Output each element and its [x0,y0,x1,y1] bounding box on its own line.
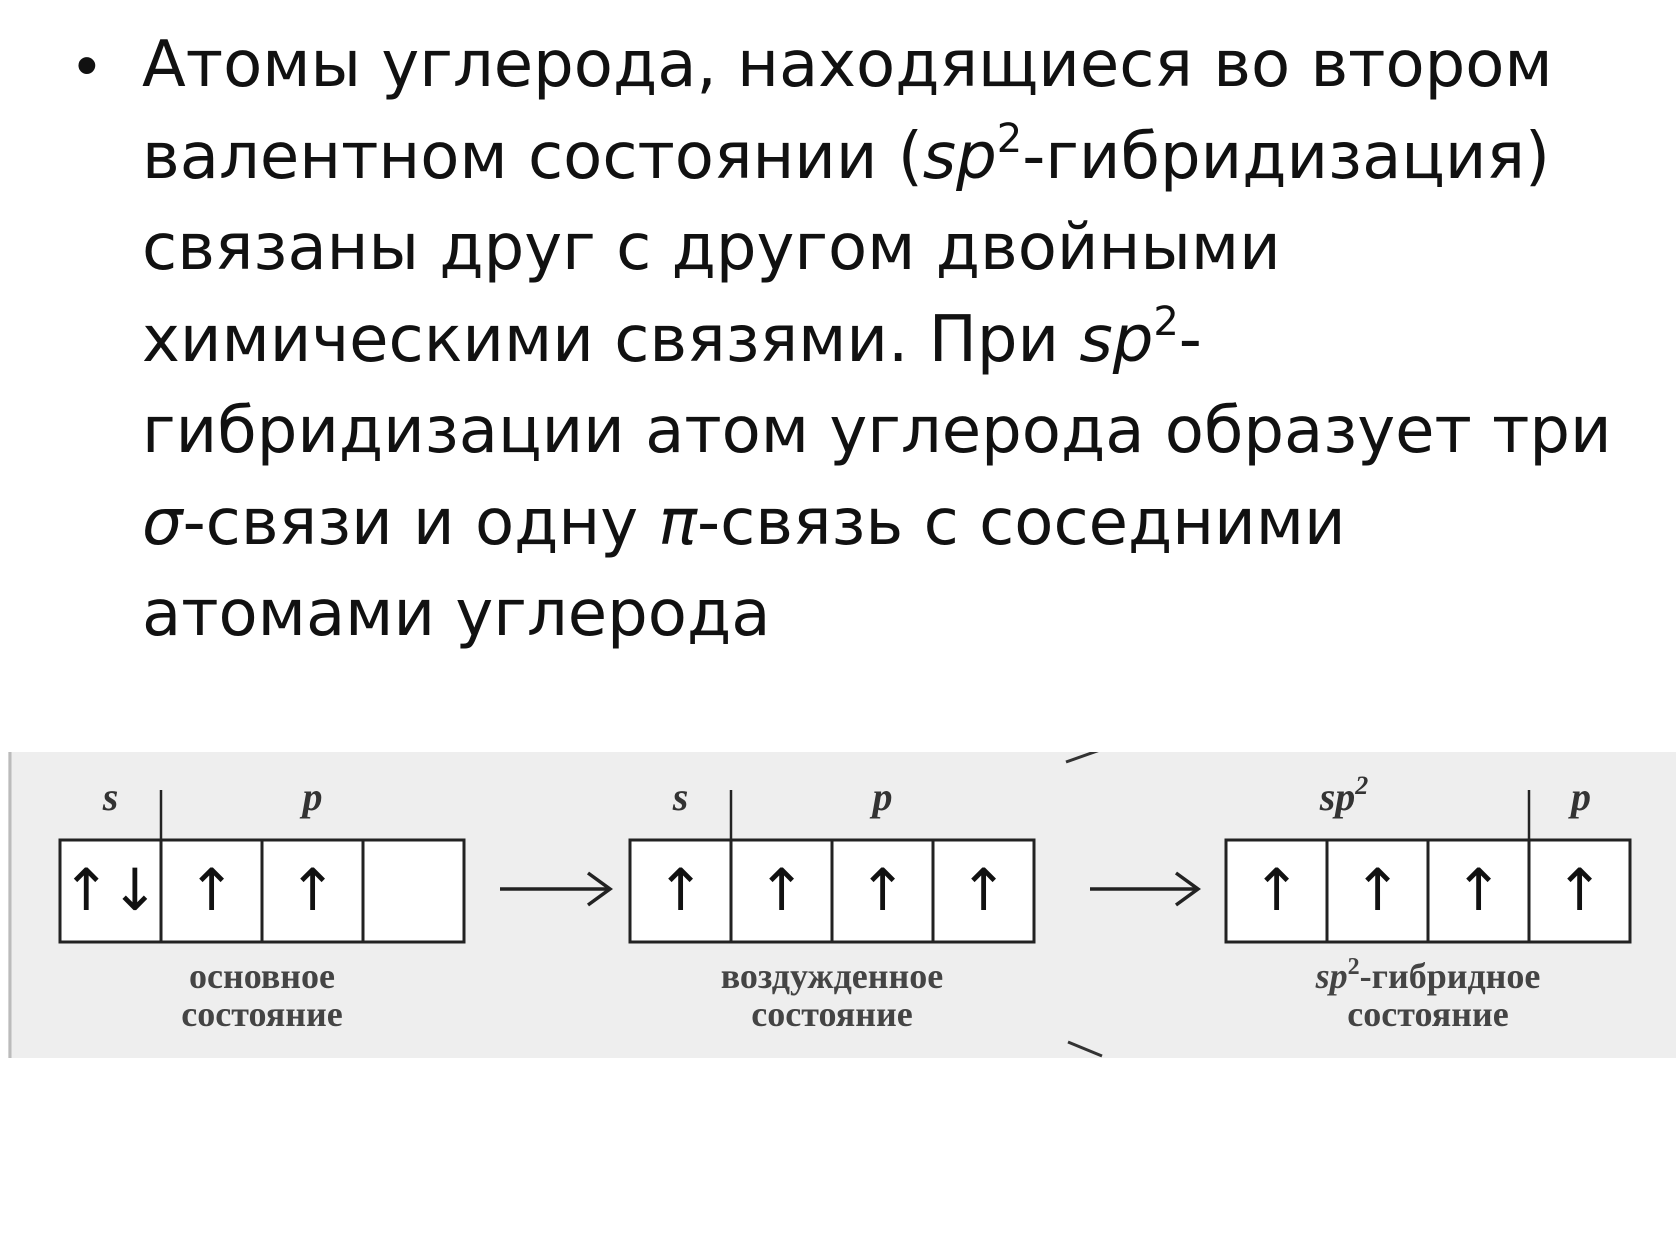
superscript: 2 [1153,298,1179,345]
orbital-label-text: p [1568,774,1591,819]
orbital-label-text: sp [1319,774,1356,819]
arrow-head [1174,871,1201,907]
state-caption-line-2: состояние [1347,994,1508,1034]
slide-body-text: Атомы углерода, находящиеся во втором вал… [142,20,1622,661]
text-run: атомами углерода [142,577,771,651]
bullet-point: • [76,31,98,100]
orbital-label: p [870,774,893,819]
orbital-label: s [102,774,119,819]
arrow-head [586,871,613,907]
electron-spin: ↑ [656,856,705,924]
transition-arrow [1090,871,1201,907]
state-caption-line-1: sp2-гибридное [1315,954,1541,996]
state-caption-prefix: sp [1315,956,1348,996]
text-run: химическими связями. При [142,302,1080,377]
text-line: химическими связями. При sp2- [142,295,1622,387]
orbital-label-text: p [870,774,893,819]
superscript: 2 [996,115,1023,162]
italic-term: sp [922,119,997,194]
electron-spin: ↑ [959,856,1008,924]
orbital-label-sup: 2 [1354,771,1368,800]
orbital-label: p [1568,774,1591,819]
state-caption-line-2: состояние [181,994,342,1034]
text-run: - [1178,302,1202,377]
text-run: Атомы углерода, находящиеся во втором [142,28,1553,102]
crop-artifact-mark [1065,752,1099,764]
text-run: -связь с соседними [696,485,1346,560]
orbital-label: s [672,774,689,819]
text-run: -гибридизация) [1022,119,1550,194]
italic-term: sp [1079,302,1154,377]
electron-spin: ↑ [757,856,806,924]
state-caption-prefix-sup: 2 [1348,954,1360,980]
orbital-label: sp2 [1319,771,1369,819]
text-run: связаны друг с другом двойными [142,211,1281,285]
italic-term: π [658,485,697,560]
state-caption-line-2: состояние [751,994,912,1034]
text-line: σ-связи и одну π-связь с соседними [142,478,1622,570]
state-caption-line-1: основное [189,956,335,996]
orbital-label: p [300,774,323,819]
state-caption-text: основное [189,956,335,996]
electron-spin: ↑ [288,856,337,924]
electron-spin: ↑ [858,856,907,924]
text-line: валентном состоянии (sp2-гибридизация) [142,112,1622,204]
text-line: гибридизации атом углерода образует три [142,386,1622,478]
state-caption-text: воздужденное [721,956,944,996]
electron-spin: ↑ [1252,856,1301,924]
electron-spin: ↑ [1353,856,1402,924]
text-line: атомами углерода [142,569,1622,661]
orbital-label-text: p [300,774,323,819]
state-caption-text: -гибридное [1360,956,1541,996]
text-run: гибридизации атом углерода образует три [142,394,1612,468]
state-caption-line-1: воздужденное [721,956,944,996]
orbital-label-text: s [672,774,689,819]
electron-spin: ↑ [1454,856,1503,924]
transition-arrow [500,871,613,907]
text-run: валентном состоянии ( [142,119,923,194]
electron-spin: ↑↓ [62,856,159,924]
orbital-label-text: s [102,774,119,819]
text-run: -связи и одну [182,485,659,560]
text-line: Атомы углерода, находящиеся во втором [142,20,1622,112]
electron-spin: ↑ [1555,856,1604,924]
italic-term: σ [142,485,183,560]
electron-spin: ↑ [187,856,236,924]
text-line: связаны друг с другом двойными [142,203,1622,295]
crop-artifact-mark [1067,1040,1103,1058]
